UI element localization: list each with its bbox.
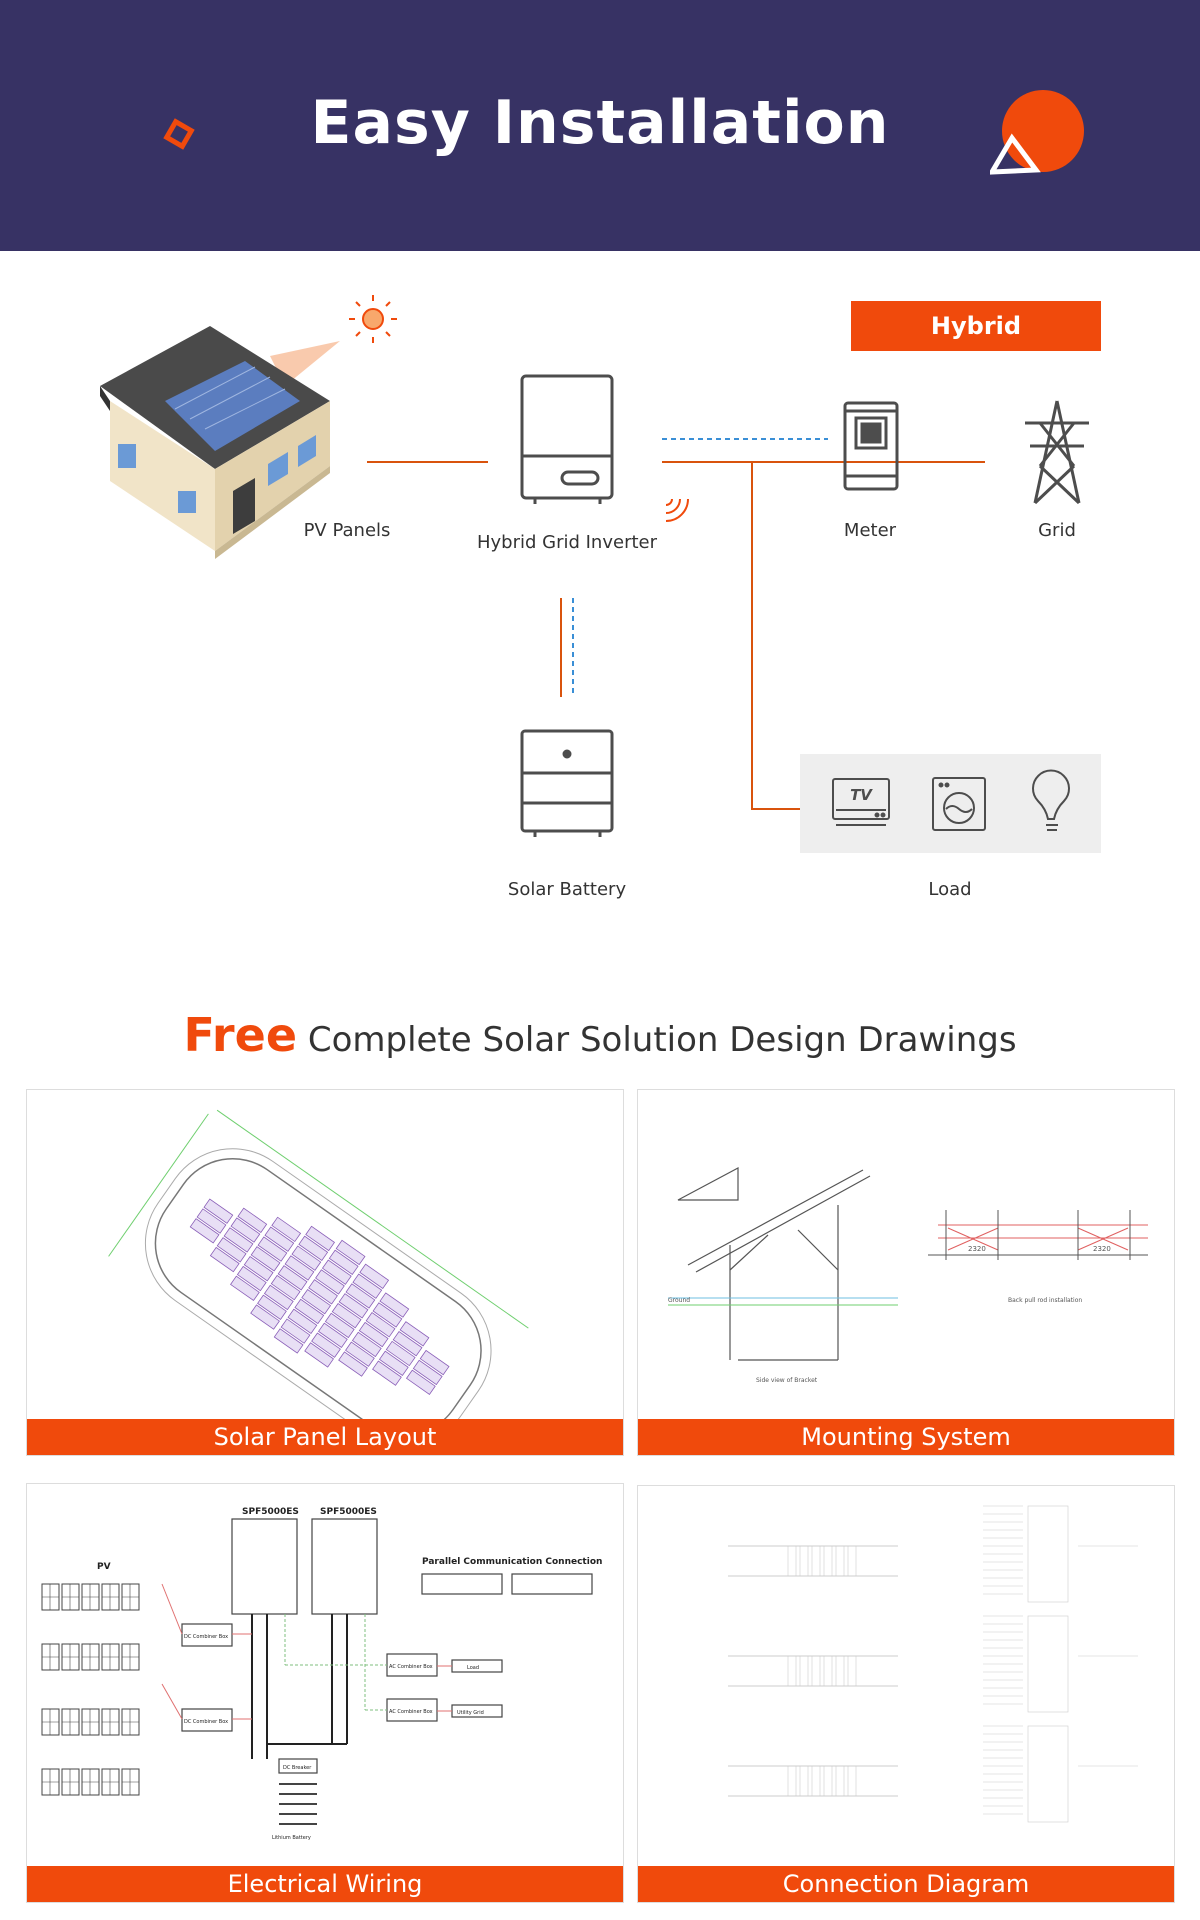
parallel-title: Parallel Communication Connection — [422, 1557, 602, 1567]
card-connection-diagram: Connection Diagram — [637, 1485, 1175, 1903]
solar-panel-layout-drawing — [108, 1109, 529, 1420]
card-label: Mounting System — [638, 1419, 1174, 1455]
header-banner — [0, 0, 1200, 251]
hybrid-mode-tag: Hybrid — [851, 301, 1101, 351]
dimension-2: 2320 — [1093, 1245, 1111, 1253]
section-headline: Free Complete Solar Solution Design Draw… — [0, 1008, 1200, 1062]
house-with-pv-panels-icon — [100, 326, 330, 559]
card-electrical-wiring: PV — [26, 1483, 624, 1903]
load-output-label: Load — [467, 1665, 479, 1671]
dc-combiner-label-2: DC Combiner Box — [184, 1719, 228, 1725]
pv-panels-label: PV Panels — [303, 520, 391, 541]
card-label: Solar Panel Layout — [27, 1419, 623, 1455]
pv-label: PV — [97, 1562, 111, 1572]
card-label: Connection Diagram — [638, 1866, 1174, 1902]
system-diagram — [100, 295, 1089, 837]
back-pull-label: Back pull rod installation — [1008, 1297, 1082, 1304]
sun-icon — [349, 295, 397, 343]
circle-triangle-decoration-icon — [990, 90, 1084, 175]
battery-label: Solar Battery — [507, 879, 627, 900]
battery-output-label: Lithium Battery — [272, 1835, 311, 1841]
solar-battery-icon — [520, 729, 614, 837]
dc-breaker-label: DC Breaker — [283, 1765, 312, 1771]
light-bulb-icon — [1032, 769, 1070, 831]
load-appliances: TV — [832, 769, 1070, 831]
utility-grid-label: Utility Grid — [457, 1710, 484, 1716]
connection-diagram-drawing — [728, 1505, 1138, 1823]
card-mounting-system: Ground Side view of Bracket 2320 2320 Ba… — [637, 1089, 1175, 1456]
meter-icon — [843, 401, 899, 491]
diamond-decoration-icon — [163, 118, 195, 150]
headline-highlight: Free — [183, 1008, 298, 1062]
side-view-label: Side view of Bracket — [756, 1377, 818, 1384]
grid-label: Grid — [1038, 520, 1076, 541]
tv-icon — [832, 778, 890, 826]
grid-tower-icon — [1025, 400, 1089, 505]
load-label: Load — [928, 879, 972, 900]
dc-combiner-label-1: DC Combiner Box — [184, 1634, 228, 1640]
hybrid-inverter-icon — [520, 374, 614, 504]
ac-combiner-label-2: AC Combiner Box — [389, 1709, 433, 1715]
page-title: Easy Installation — [310, 88, 890, 158]
wireless-signal-icon — [665, 498, 689, 522]
headline-text: Complete Solar Solution Design Drawings — [297, 1020, 1017, 1060]
inverter-2-label: SPF5000ES — [320, 1507, 377, 1517]
tv-text: TV — [850, 786, 873, 804]
inverter-label: Hybrid Grid Inverter — [476, 532, 658, 553]
dimension-1: 2320 — [968, 1245, 986, 1253]
meter-label: Meter — [843, 520, 897, 541]
ac-combiner-label-1: AC Combiner Box — [389, 1664, 433, 1670]
mounting-system-drawing: Ground Side view of Bracket 2320 2320 Ba… — [668, 1167, 1148, 1384]
inverter-1-label: SPF5000ES — [242, 1507, 299, 1517]
electrical-wiring-drawing: PV — [41, 1507, 602, 1841]
card-label: Electrical Wiring — [27, 1866, 623, 1902]
card-solar-panel-layout: Solar Panel Layout — [26, 1089, 624, 1456]
washing-machine-icon — [932, 777, 986, 831]
ground-label: Ground — [668, 1297, 690, 1304]
